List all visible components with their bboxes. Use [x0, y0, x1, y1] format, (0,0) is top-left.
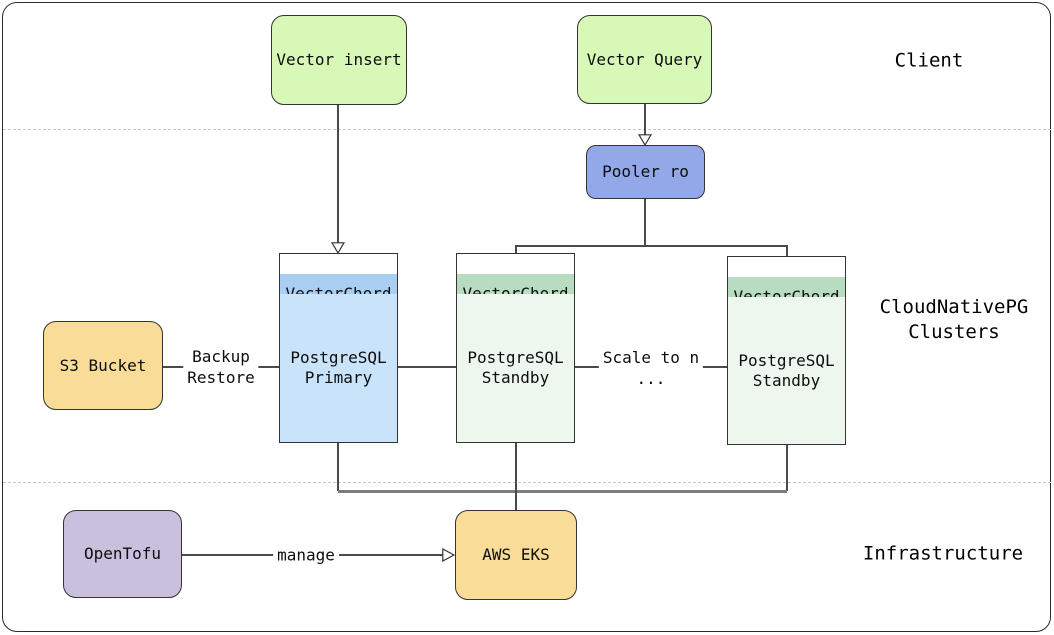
section-divider-clusters-infra: [3, 482, 1051, 483]
section-label-infrastructure: Infrastructure: [862, 542, 1024, 565]
arrowhead-right-eks-icon: [442, 548, 455, 562]
node-pooler-ro: Pooler ro: [586, 145, 705, 199]
edge-standby2-down: [786, 445, 788, 491]
node-db-primary: VectorChord PostgreSQL Primary: [279, 253, 398, 443]
node-db-standby-1-body: PostgreSQL Standby: [457, 294, 574, 442]
section-label-client: Client: [894, 49, 964, 72]
edge-vector-insert-to-primary: [337, 105, 339, 243]
node-s3-bucket: S3 Bucket: [43, 321, 163, 410]
node-opentofu-label: OpenTofu: [83, 544, 162, 563]
edge-pooler-down: [644, 199, 646, 246]
edge-primary-down: [337, 443, 339, 491]
node-db-primary-body: PostgreSQL Primary: [280, 294, 397, 442]
section-divider-client-clusters: [3, 129, 1051, 130]
section-label-cloudnativepg-clusters: CloudNativePG Clusters: [879, 296, 1029, 343]
arrowhead-down-primary-icon: [331, 242, 345, 254]
arrowhead-down-pooler-icon: [638, 134, 652, 146]
edge-label-scale-to-n: Scale to n ...: [598, 347, 704, 389]
edge-label-manage: manage: [273, 544, 339, 566]
edge-standby1-to-eks: [515, 443, 517, 510]
node-vector-insert: Vector insert: [271, 15, 407, 105]
node-s3-bucket-label: S3 Bucket: [59, 355, 147, 375]
edge-label-backup-restore: Backup Restore: [183, 346, 259, 388]
node-vector-insert-label: Vector insert: [276, 50, 402, 69]
edge-split-to-standby1: [515, 245, 517, 254]
node-pooler-ro-label: Pooler ro: [602, 162, 689, 181]
node-aws-eks-label: AWS EKS: [482, 545, 550, 564]
node-aws-eks: AWS EKS: [455, 510, 577, 600]
node-opentofu: OpenTofu: [63, 510, 182, 598]
edge-vector-query-to-pooler: [644, 104, 646, 136]
node-vector-query-label: Vector Query: [586, 49, 703, 69]
edge-primary-to-standby1: [398, 366, 456, 368]
edge-split-to-standby2: [786, 245, 788, 257]
node-db-standby-1: VectorChord PostgreSQL Standby: [456, 253, 575, 443]
node-db-standby-2-body: PostgreSQL Standby: [728, 297, 845, 444]
node-db-standby-2: VectorChord PostgreSQL Standby: [727, 256, 846, 445]
edge-pooler-split-bus: [516, 245, 787, 247]
node-vector-query: Vector Query: [577, 15, 712, 104]
edge-db-bus: [338, 490, 787, 493]
